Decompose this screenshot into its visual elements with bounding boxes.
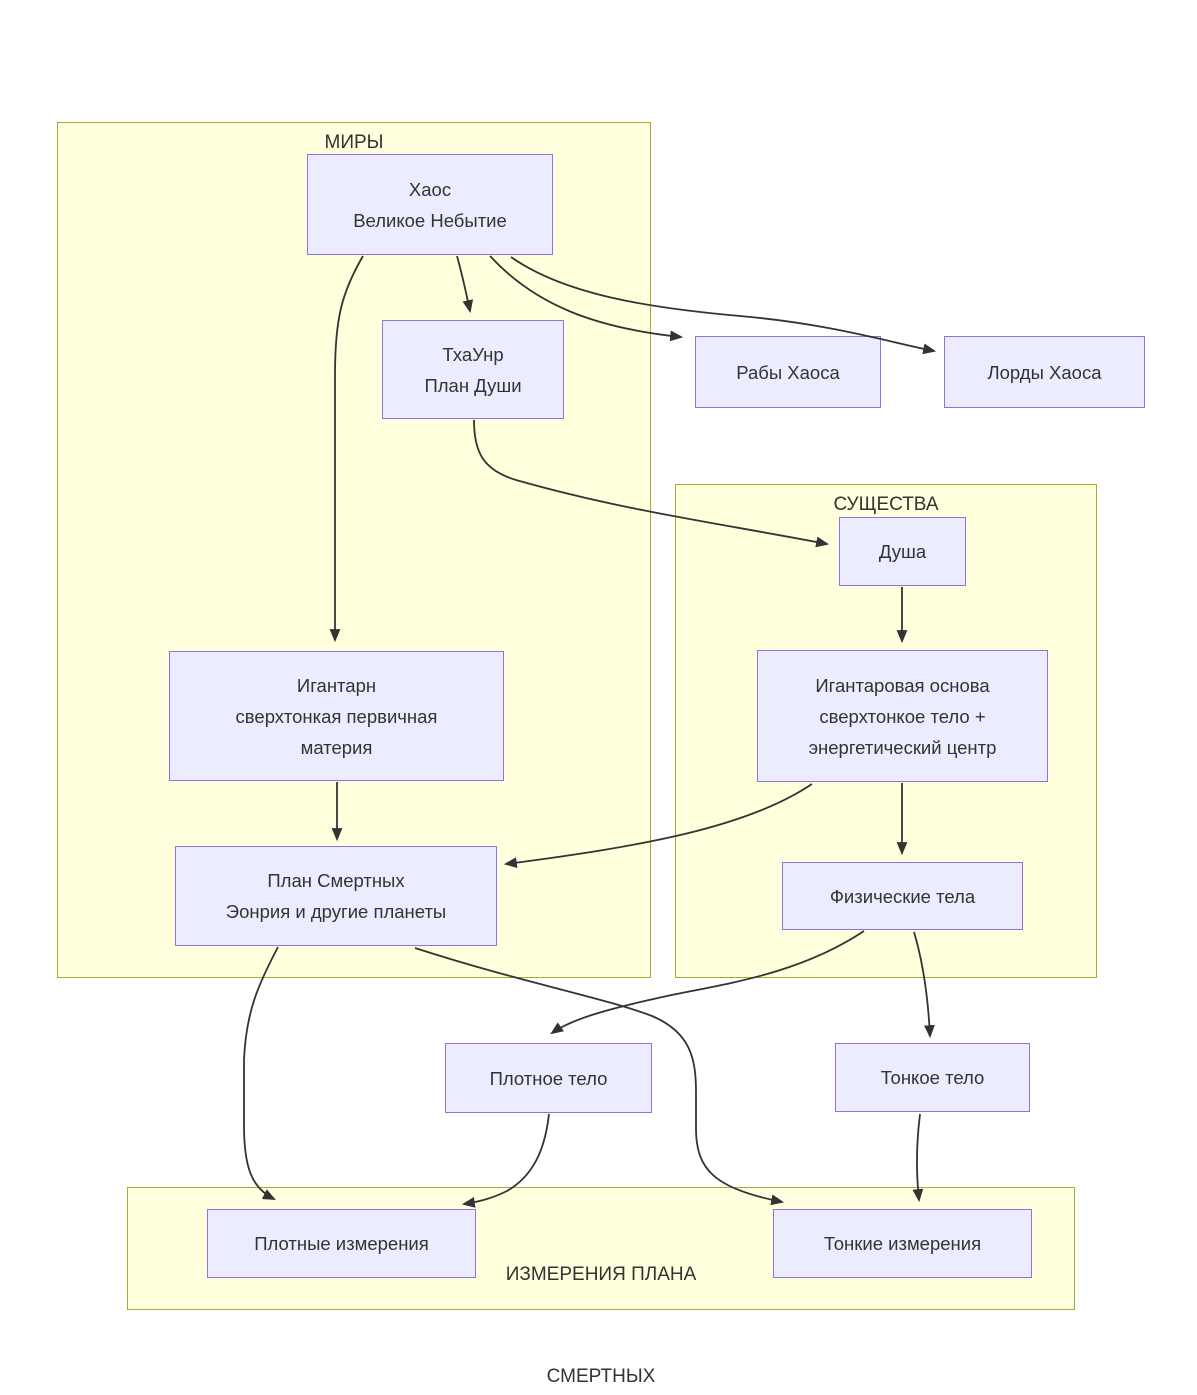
node-fizicheskie-tela: Физические тела <box>782 862 1023 930</box>
node-plan-smertnyh-line1: План Смертных <box>267 870 405 891</box>
node-plan-smertnyh: План Смертных Эонрия и другие планеты <box>175 846 497 946</box>
cluster-miry-label: МИРЫ <box>324 132 384 153</box>
cluster-izmereniya-label-line2: СМЕРТНЫХ <box>546 1366 656 1387</box>
node-thaunr: ТхаУнр План Души <box>382 320 564 419</box>
node-tonkie-izmereniya: Тонкие измерения <box>773 1209 1032 1278</box>
node-igantarn: Игантарн сверхтонкая первичная материя <box>169 651 504 781</box>
node-igantarovaya-osnova: Игантаровая основа сверхтонкое тело + эн… <box>757 650 1048 782</box>
node-raby-haosa-line1: Рабы Хаоса <box>736 361 840 383</box>
node-raby-haosa: Рабы Хаоса <box>695 336 881 408</box>
node-dusha: Душа <box>839 517 966 586</box>
node-thaunr-line1: ТхаУнр <box>442 343 504 365</box>
node-igantarovaya-osnova-line3: энергетический центр <box>808 736 997 758</box>
node-fizicheskie-tela-line1: Физические тела <box>829 885 976 907</box>
node-igantarovaya-osnova-line2: сверхтонкое тело + <box>819 705 986 727</box>
node-dusha-line1: Душа <box>878 541 927 562</box>
node-plotnoe-telo: Плотное тело <box>445 1043 652 1113</box>
cluster-izmereniya-label-line1: ИЗМЕРЕНИЯ ПЛАНА <box>505 1264 697 1285</box>
node-igantarn-line2: сверхтонкая первичная <box>235 705 438 727</box>
node-igantarn-line3: материя <box>300 736 373 758</box>
cluster-izmereniya-label: ИЗМЕРЕНИЯ ПЛАНА СМЕРТНЫХ <box>128 1190 1074 1395</box>
node-haos-line1: Хаос <box>408 178 452 200</box>
node-lordy-haosa-line1: Лорды Хаоса <box>987 361 1102 383</box>
node-plotnye-izmereniya: Плотные измерения <box>207 1209 476 1278</box>
node-haos-line2: Великое Небытие <box>353 209 507 231</box>
node-igantarovaya-osnova-line1: Игантаровая основа <box>815 674 990 696</box>
node-tonkie-izmereniya-line1: Тонкие измерения <box>823 1233 982 1254</box>
node-plotnoe-telo-line1: Плотное тело <box>489 1067 608 1089</box>
node-tonkoe-telo: Тонкое тело <box>835 1043 1030 1112</box>
cluster-sushchestva-label: СУЩЕСТВА <box>833 494 939 515</box>
edge-plan-smertnyh-to-plotnye-izmereniya <box>243 946 279 1200</box>
node-thaunr-line2: План Души <box>424 374 522 396</box>
node-plan-smertnyh-line2: Эонрия и другие планеты <box>225 901 447 922</box>
node-haos: Хаос Великое Небытие <box>307 154 553 255</box>
node-igantarn-line1: Игантарн <box>296 674 377 696</box>
node-tonkoe-telo-line1: Тонкое тело <box>880 1067 985 1088</box>
node-plotnye-izmereniya-line1: Плотные измерения <box>254 1233 429 1254</box>
node-lordy-haosa: Лорды Хаоса <box>944 336 1145 408</box>
